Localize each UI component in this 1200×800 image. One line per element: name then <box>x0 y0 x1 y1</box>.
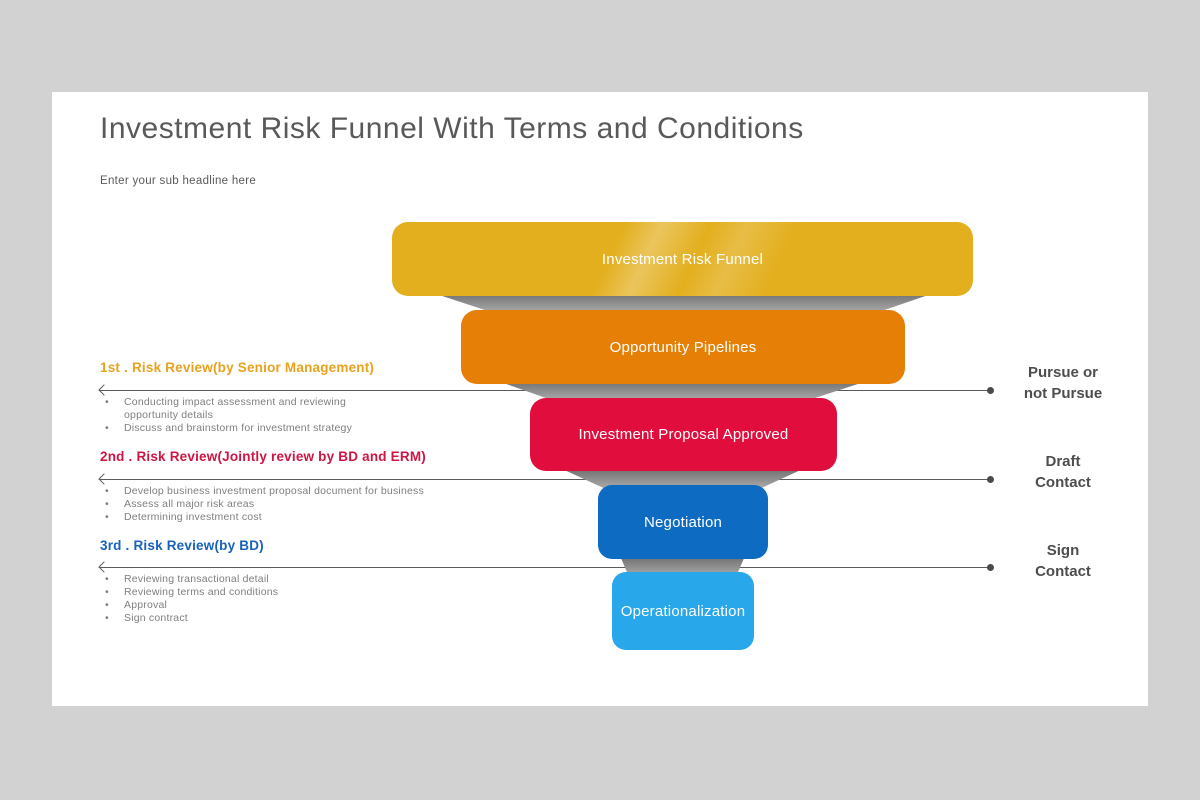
arrow-left-head-icon <box>98 561 110 573</box>
outcome-label-pursue: Pursue or not Pursue <box>993 362 1133 404</box>
bullet-item: Determining investment cost <box>100 511 445 524</box>
funnel-level-opportunity-pipelines: Opportunity Pipelines <box>461 310 905 384</box>
funnel-level-label: Negotiation <box>643 513 723 531</box>
funnel-level-investment-risk-funnel: Investment Risk Funnel <box>392 222 973 296</box>
section-heading-1st-risk-review: 1st . Risk Review(by Senior Management) <box>100 360 375 375</box>
arrow-left-head-icon <box>98 473 110 485</box>
bullet-item: Develop business investment proposal doc… <box>100 485 445 498</box>
outcome-label-line: not Pursue <box>1023 385 1103 402</box>
slide-canvas: Investment Risk Funnel With Terms and Co… <box>52 92 1148 706</box>
funnel-level-operationalization: Operationalization <box>612 572 754 650</box>
bullet-item: Reviewing terms and conditions <box>100 586 445 599</box>
bullet-item: Assess all major risk areas <box>100 498 445 511</box>
bullet-item: Reviewing transactional detail <box>100 573 445 586</box>
funnel-level-label: Investment Proposal Approved <box>578 426 789 443</box>
funnel-connector <box>495 380 870 403</box>
funnel-level-label: Operationalization <box>620 602 746 620</box>
section-bullets-3: Reviewing transactional detail Reviewing… <box>100 573 445 625</box>
arrow-left-head-icon <box>98 384 110 396</box>
section-heading-3rd-risk-review: 3rd . Risk Review(by BD) <box>100 538 264 553</box>
bullet-item: Approval <box>100 599 445 612</box>
bullet-item: Discuss and brainstorm for investment st… <box>100 422 445 435</box>
bullet-item: Sign contract <box>100 612 445 625</box>
outcome-label-line: Contact <box>1035 474 1091 491</box>
outcome-label-line: Draft <box>1045 453 1081 470</box>
outcome-label-line: Contact <box>1035 563 1091 580</box>
page-subtitle: Enter your sub headline here <box>100 175 257 187</box>
funnel-level-label: Opportunity Pipelines <box>609 338 757 356</box>
funnel-level-negotiation: Negotiation <box>598 485 768 559</box>
arrow-right-dot-icon <box>987 564 994 571</box>
section-bullets-1: Conducting impact assessment and reviewi… <box>100 396 445 435</box>
bullet-item: Conducting impact assessment and reviewi… <box>100 396 362 422</box>
outcome-label-draft-contact: Draft Contact <box>993 451 1133 493</box>
stage-arrow-2 <box>98 473 994 485</box>
arrow-right-dot-icon <box>987 387 994 394</box>
funnel-level-label: Investment Risk Funnel <box>601 250 764 268</box>
section-bullets-2: Develop business investment proposal doc… <box>100 485 445 524</box>
outcome-label-sign-contact: Sign Contact <box>993 540 1133 582</box>
outcome-label-line: Sign <box>1046 542 1080 559</box>
arrow-right-dot-icon <box>987 476 994 483</box>
funnel-level-investment-proposal-approved: Investment Proposal Approved <box>530 398 837 471</box>
section-heading-2nd-risk-review: 2nd . Risk Review(Jointly review by BD a… <box>100 449 426 464</box>
outcome-label-line: Pursue or <box>1027 364 1099 381</box>
funnel-connector <box>430 292 937 315</box>
page-title: Investment Risk Funnel With Terms and Co… <box>100 112 804 145</box>
stage-arrow-3 <box>98 561 994 573</box>
